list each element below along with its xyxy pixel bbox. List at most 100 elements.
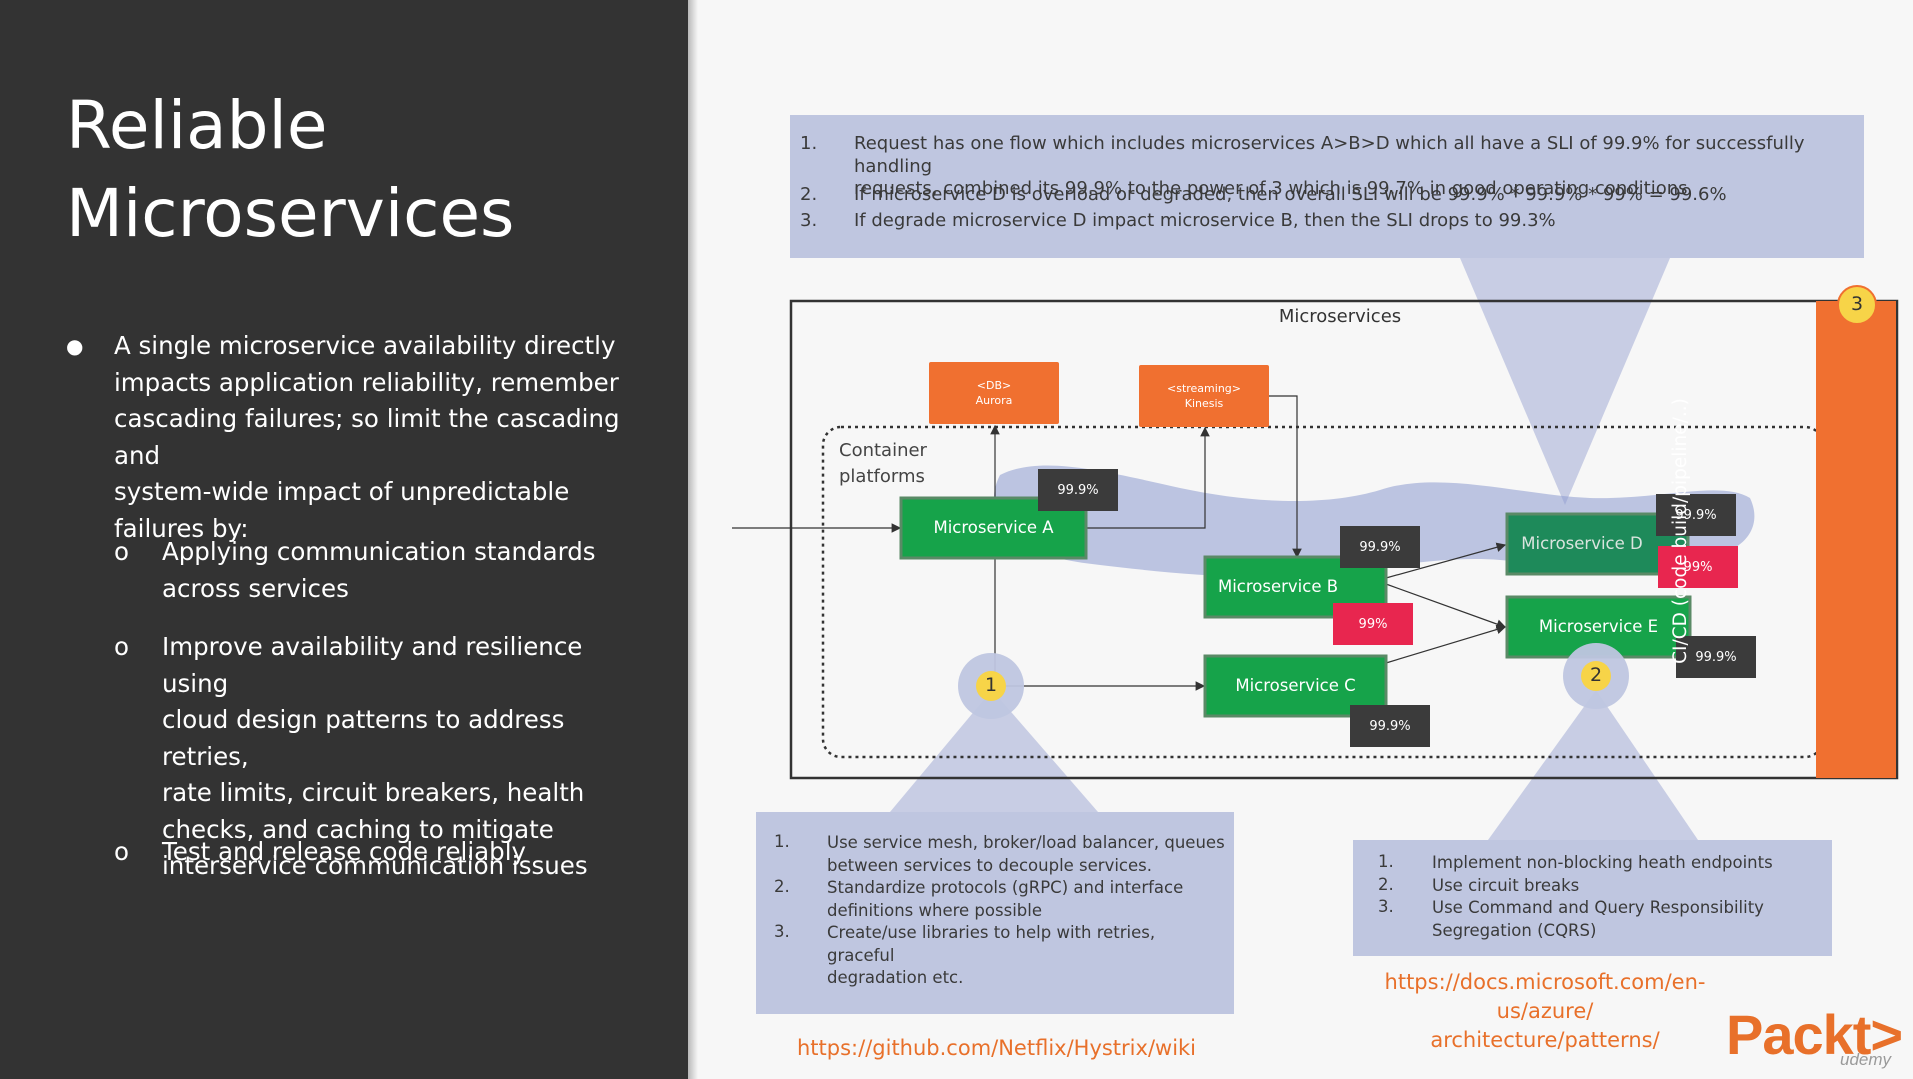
- aurora-db-type: <DB>: [976, 379, 1012, 392]
- kinesis-to-b-arrow: [1269, 395, 1302, 559]
- microservice-e-label: Microservice E: [1538, 617, 1659, 636]
- left-callout: 1. Use service mesh, broker/load balance…: [756, 812, 1234, 1014]
- sub-bullet-line: cloud design patterns to address retries…: [162, 705, 565, 771]
- top-callout-pointer: [1460, 258, 1670, 505]
- microservice-d-label: Microservice D: [1521, 534, 1643, 553]
- sub-bullet-line: Improve availability and resilience usin…: [162, 632, 583, 698]
- main-bullet-line: A single microservice availability direc…: [114, 331, 616, 360]
- bullet-dot-icon: ●: [66, 334, 84, 358]
- panel-shadow: [688, 0, 698, 1079]
- callout-number: 1.: [800, 133, 818, 154]
- callout-number: 3.: [774, 922, 790, 941]
- left-callout-pointer: [890, 690, 1098, 812]
- microservices-title: Microservices: [1278, 306, 1402, 327]
- callout-number: 2.: [1378, 875, 1394, 894]
- badge-1-number: 1: [984, 674, 998, 696]
- sli-b-box: [1340, 526, 1420, 568]
- callout-line: Segregation (CQRS): [1432, 920, 1597, 940]
- callout-line: definitions where possible: [827, 900, 1042, 920]
- sli-b-degraded-box: [1333, 603, 1413, 645]
- sub-bullet-line: across services: [162, 573, 349, 603]
- callout-number: 1.: [774, 832, 790, 851]
- microservice-b-label: Microservice B: [1217, 577, 1339, 596]
- udemy-watermark: udemy: [1840, 1050, 1892, 1069]
- ms-docs-link[interactable]: https://docs.microsoft.com/en-us/azure/ …: [1380, 968, 1710, 1055]
- hystrix-link[interactable]: https://github.com/Netflix/Hystrix/wiki: [797, 1036, 1197, 1060]
- slide-title-line2: Microservices: [66, 175, 515, 252]
- callout-line: Use circuit breaks: [1432, 876, 1580, 895]
- sli-a-box: [1038, 469, 1118, 511]
- callout-line: Request has one flow which includes micr…: [854, 133, 1805, 177]
- main-bullet-line: cascading failures; so limit the cascadi…: [114, 404, 620, 470]
- a-to-c-arrow: [994, 558, 1206, 691]
- sub-bullet-line: checks, and caching to mitigate: [162, 814, 554, 844]
- badge-3-number: 3: [1850, 293, 1864, 315]
- b-to-e-arrow: [1385, 583, 1507, 629]
- aurora-db-box: [929, 362, 1059, 424]
- callout-text: Use Command and Query Responsibility Seg…: [1432, 897, 1822, 942]
- left-panel: Reliable Microservices ● A single micros…: [0, 0, 688, 1079]
- b-to-d-arrow: [1385, 542, 1507, 579]
- callout-text: Request has one flow which includes micr…: [854, 133, 1854, 201]
- sub-bullet-2: o Improve availability and resilience us…: [114, 629, 614, 880]
- badge-3-circle: [1837, 285, 1877, 325]
- sli-a-value: 99.9%: [1057, 483, 1099, 498]
- sub-bullet-1-text: Applying communication standards across …: [162, 534, 622, 607]
- callout-number: 3.: [800, 210, 818, 231]
- sli-d-degraded-box: [1658, 546, 1738, 588]
- kinesis-stream-label: <streaming> Kinesis: [1139, 381, 1269, 411]
- badge-1-circle: [976, 671, 1006, 701]
- sub-bullet-1: o Applying communication standards acros…: [114, 534, 614, 614]
- top-callout: 1. Request has one flow which includes m…: [790, 115, 1864, 258]
- sli-c-box: [1350, 705, 1430, 747]
- aurora-db-name: Aurora: [975, 394, 1013, 407]
- sli-e-box: [1676, 636, 1756, 678]
- sli-c-value: 99.9%: [1369, 719, 1411, 734]
- callout-line: between services to decouple services.: [827, 855, 1152, 875]
- kinesis-stream-type: <streaming>: [1167, 382, 1241, 395]
- sub-bullet-2-text: Improve availability and resilience usin…: [162, 629, 622, 885]
- ms-docs-link-line: architecture/patterns/: [1430, 1028, 1660, 1052]
- callout-line: Use service mesh, broker/load balancer, …: [827, 833, 1225, 852]
- sub-bullet-line: Applying communication standards: [162, 537, 596, 566]
- callout-text: Create/use libraries to help with retrie…: [827, 922, 1227, 990]
- main-bullet-text: A single microservice availability direc…: [114, 328, 634, 547]
- c-to-e-arrow: [1385, 624, 1507, 664]
- main-bullet-line: failures by:: [114, 513, 249, 543]
- container-platforms-label: Container platforms: [839, 438, 927, 490]
- slide-title: Reliable Microservices: [66, 82, 514, 258]
- slide-title-line1: Reliable: [66, 87, 328, 164]
- callout-line: Implement non-blocking heath endpoints: [1432, 853, 1773, 872]
- container-label-line: platforms: [839, 466, 925, 487]
- sub-bullet-3-text: Test and release code reliably: [162, 834, 622, 871]
- sub-bullet-line: Test and release code reliably: [162, 837, 527, 866]
- callout-number: 3.: [1378, 897, 1394, 916]
- badge-2-circle: [1581, 661, 1611, 691]
- sub-bullet-circle-icon: o: [114, 537, 129, 566]
- sub-bullet-circle-icon: o: [114, 632, 129, 661]
- microservice-c-label: Microservice C: [1235, 676, 1356, 695]
- ms-docs-link-line: https://docs.microsoft.com/en-us/azure/: [1384, 970, 1706, 1023]
- main-bullet: ● A single microservice availability dir…: [66, 328, 626, 543]
- callout-line: If degrade microservice D impact microse…: [854, 210, 1556, 231]
- sub-bullet-line: interservice communication issues: [162, 851, 588, 880]
- callout-line: If microservice D is overload or degrade…: [854, 184, 1727, 205]
- callout-line: requests, combined its 99.9% to the powe…: [854, 178, 1688, 199]
- sub-bullet-circle-icon: o: [114, 837, 129, 866]
- sli-b-degraded-value: 99%: [1358, 617, 1388, 632]
- sli-d-degraded-value: 99%: [1683, 560, 1713, 575]
- callout-text: Use service mesh, broker/load balancer, …: [827, 832, 1227, 877]
- badge-2-number: 2: [1589, 664, 1603, 686]
- sub-bullet-line: rate limits, circuit breakers, health: [162, 778, 585, 807]
- kinesis-stream-name: Kinesis: [1184, 397, 1224, 410]
- callout-number: 1.: [1378, 852, 1394, 871]
- sli-d-value: 99.9%: [1675, 508, 1717, 523]
- sli-d-box: [1656, 494, 1736, 536]
- callout-line: Create/use libraries to help with retrie…: [827, 923, 1156, 965]
- container-label-line: Container: [839, 440, 927, 461]
- cicd-bar: [1816, 301, 1896, 778]
- callout-line: Standardize protocols (gRPC) and interfa…: [827, 878, 1184, 897]
- sli-e-value: 99.9%: [1695, 650, 1737, 665]
- right-callout-pointer: [1488, 690, 1698, 840]
